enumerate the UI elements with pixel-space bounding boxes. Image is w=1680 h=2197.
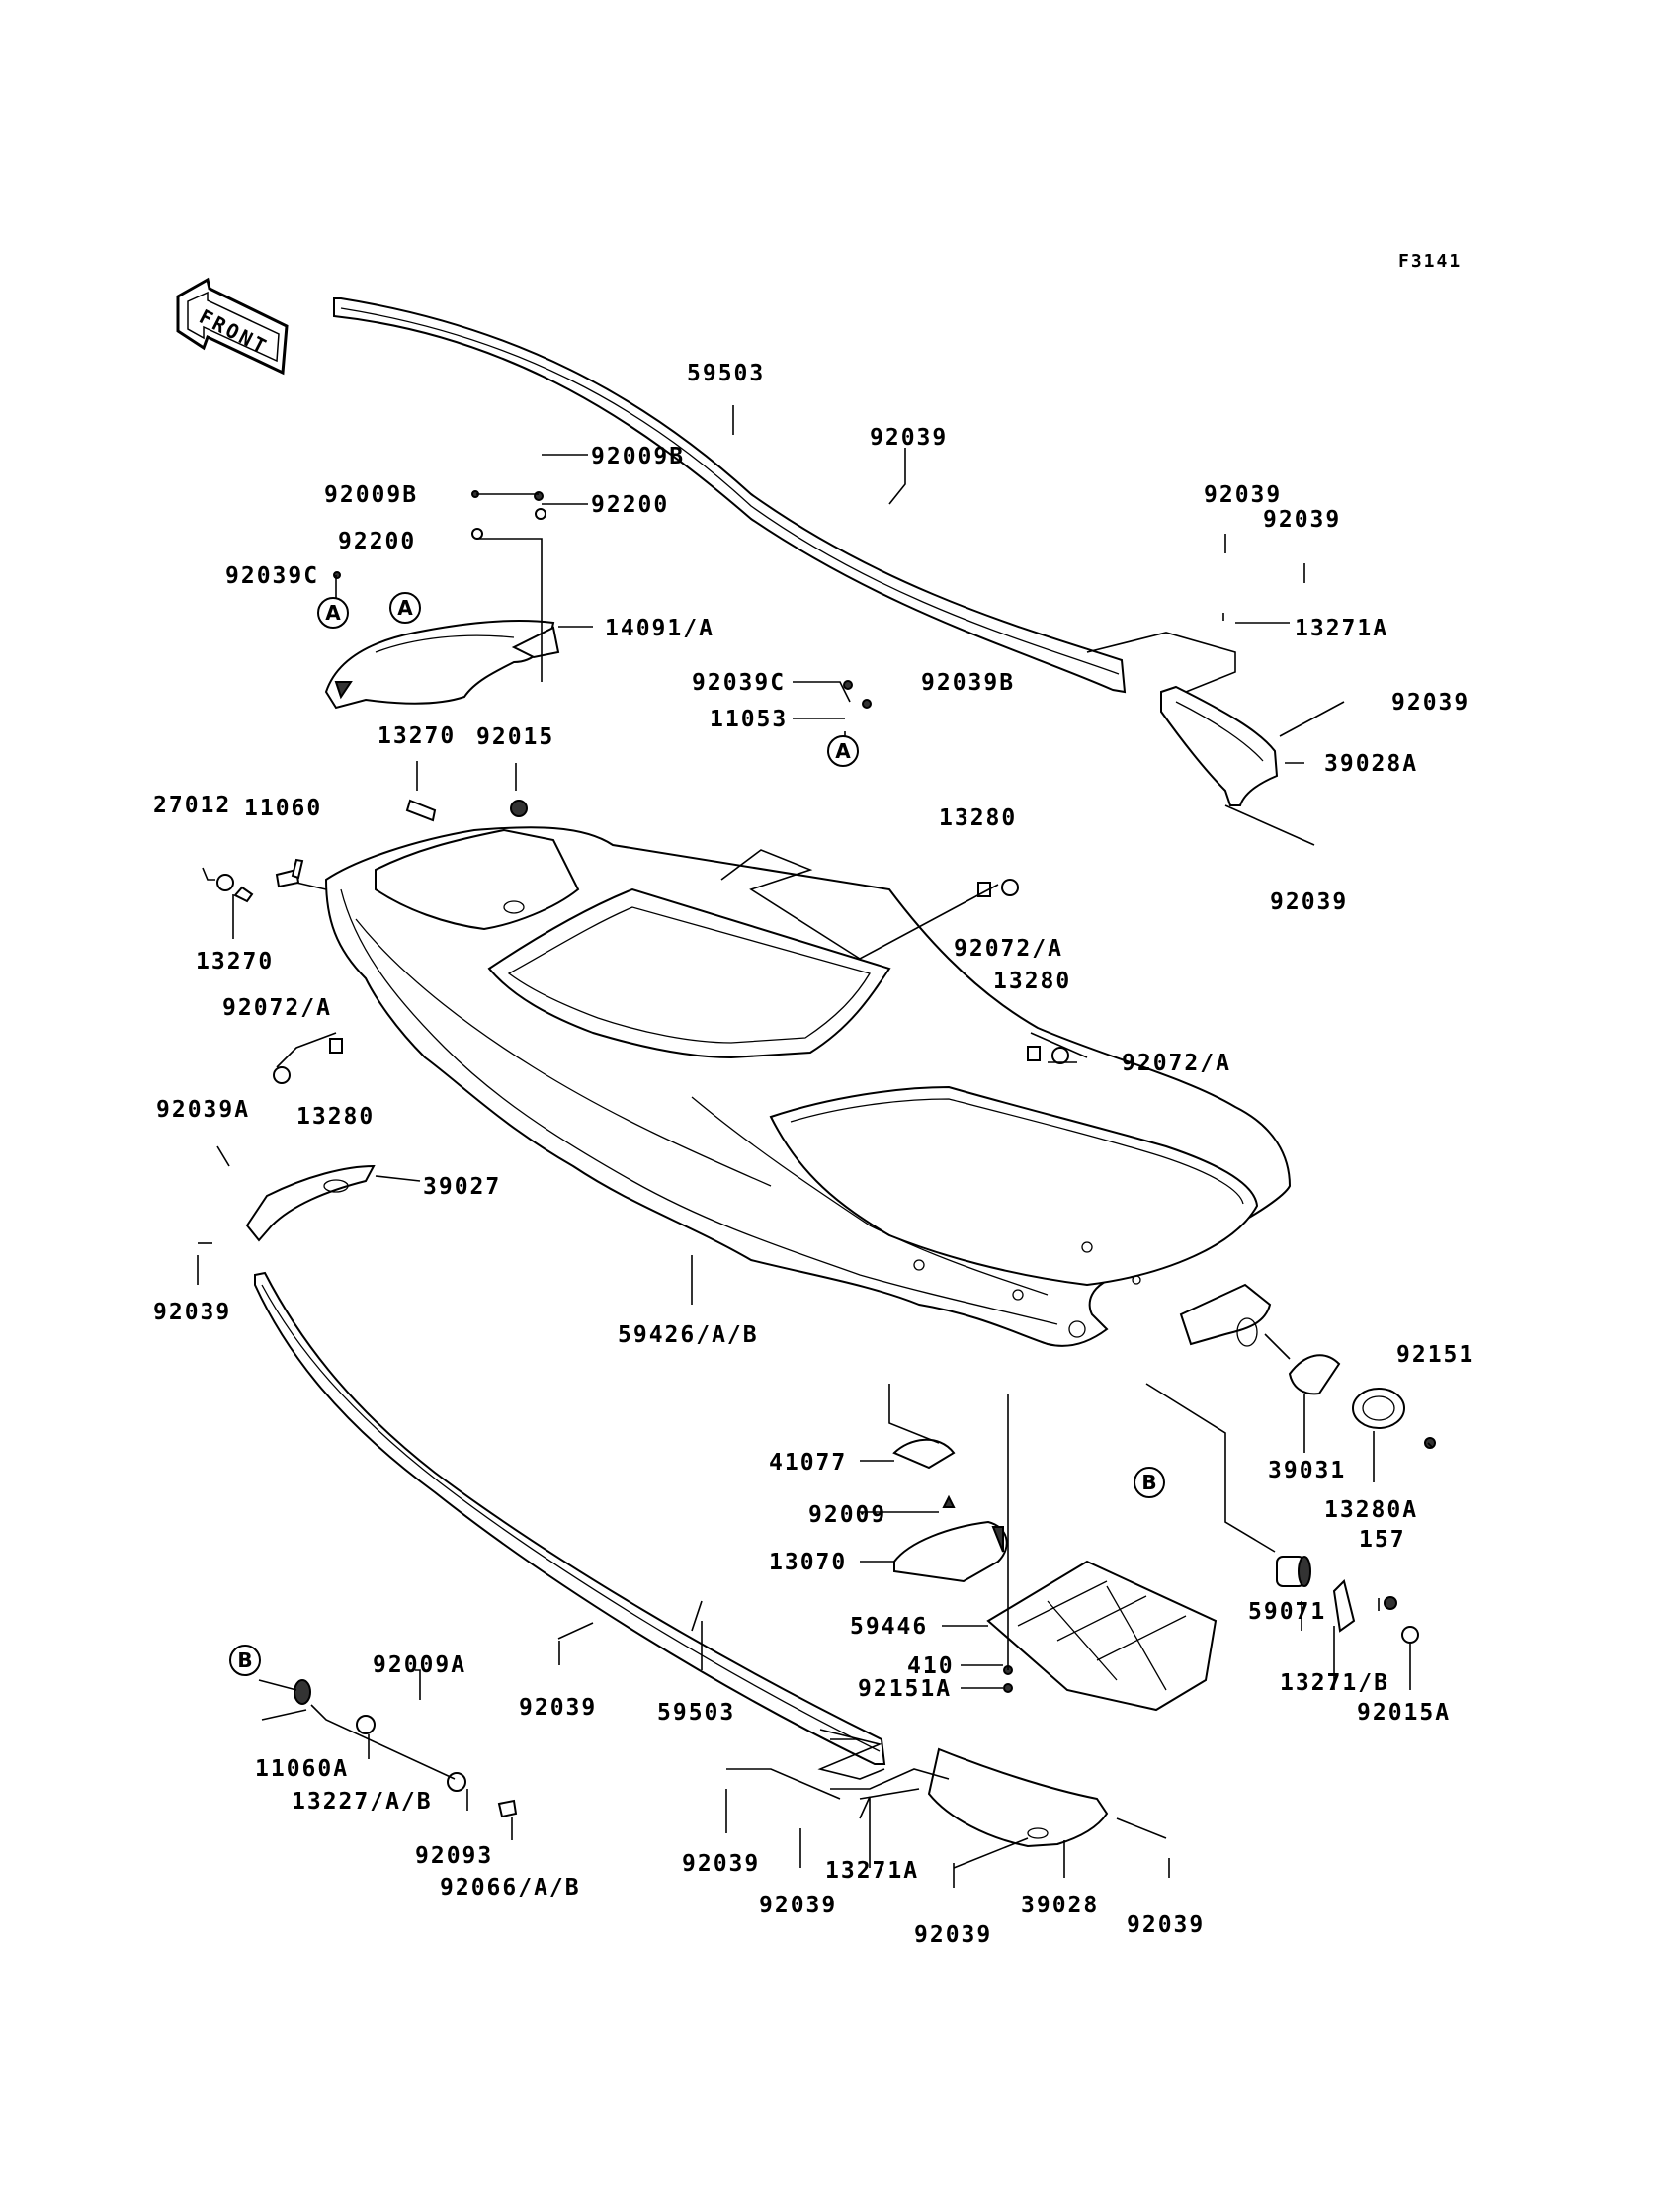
label-59071: 59071 (1248, 1599, 1326, 1625)
label-14091A: 14091/A (605, 616, 714, 641)
part-13070 (893, 1520, 1008, 1583)
bottom-rail-part (254, 1271, 886, 1765)
label-92039C-left: 92039C (225, 563, 319, 589)
part-59071 (1276, 1556, 1311, 1587)
svg-text:A: A (835, 739, 851, 763)
marker-a-3: A (827, 735, 859, 767)
label-13280-a: 13280 (939, 805, 1017, 831)
hull-part (324, 826, 1292, 1347)
svg-text:A: A (325, 601, 341, 625)
label-92093: 92093 (415, 1843, 493, 1869)
label-39027: 39027 (423, 1174, 501, 1200)
front-arrow-icon: FRONT (176, 277, 289, 376)
label-92039-top: 92039 (870, 425, 948, 451)
leader-lines (197, 405, 1434, 1888)
marker-b-1: B (1134, 1467, 1165, 1498)
label-13271A-bot: 13271A (825, 1858, 919, 1884)
trim-39028-part (927, 1747, 1109, 1848)
label-13271A-top: 13271A (1295, 616, 1388, 641)
label-13280A: 13280A (1324, 1497, 1418, 1523)
label-92066: 92066/A/B (440, 1875, 581, 1901)
label-92039-r4: 92039 (1270, 889, 1348, 915)
label-92039B-mid: 92039B (921, 670, 1015, 696)
label-92200-top: 92200 (591, 492, 669, 518)
label-92009B-left: 92009B (324, 482, 418, 508)
label-11060: 11060 (244, 796, 322, 821)
label-11053: 11053 (710, 707, 788, 732)
svg-text:B: B (1141, 1471, 1156, 1494)
part-labels: 59503 92039 92009B 92200 92009B 92200 92… (153, 361, 1474, 1948)
top-rail-part (333, 297, 1127, 694)
label-92039-bot1: 92039 (519, 1695, 597, 1721)
label-157: 157 (1359, 1527, 1406, 1553)
label-92072A-left: 92072/A (222, 995, 332, 1021)
svg-text:B: B (237, 1648, 252, 1672)
label-92039-bot4: 92039 (914, 1922, 992, 1948)
label-92015A: 92015A (1357, 1700, 1451, 1726)
marker-a-1: A (317, 597, 349, 629)
label-92039-left: 92039 (153, 1300, 231, 1325)
label-59503-bot: 59503 (657, 1700, 735, 1726)
label-59446: 59446 (850, 1614, 928, 1640)
label-92039-bot3: 92039 (759, 1893, 837, 1918)
label-92039-bot2: 92039 (682, 1851, 760, 1877)
label-92039-r2: 92039 (1263, 507, 1341, 533)
label-59426: 59426/A/B (618, 1322, 759, 1348)
label-92009B-top: 92009B (591, 444, 685, 469)
label-92039-r3: 92039 (1391, 690, 1470, 716)
label-13280-c: 13280 (296, 1104, 375, 1130)
cover-14091-part (324, 620, 560, 710)
part-41077 (892, 1438, 956, 1470)
label-92039A: 92039A (156, 1097, 250, 1123)
part-13271B (1332, 1579, 1356, 1633)
label-92151A: 92151A (858, 1676, 952, 1702)
trim-39027-part (245, 1164, 376, 1242)
label-39028: 39028 (1021, 1893, 1099, 1918)
label-39028A: 39028A (1324, 751, 1418, 777)
label-13271B: 13271/B (1280, 1670, 1389, 1696)
label-92039-bot5: 92039 (1127, 1912, 1205, 1938)
marker-b-2: B (229, 1645, 261, 1676)
label-92009: 92009 (808, 1502, 886, 1528)
label-27012: 27012 (153, 793, 231, 818)
label-11060A: 11060A (255, 1756, 349, 1782)
label-92015: 92015 (476, 724, 554, 750)
label-13270-left: 13270 (196, 949, 274, 974)
label-92200-left: 92200 (338, 529, 416, 554)
trim-39028A-part (1160, 685, 1279, 806)
part-39031 (1288, 1354, 1341, 1395)
figure-code: F3141 (1398, 251, 1462, 272)
label-92072A-a: 92072/A (954, 936, 1063, 962)
label-41077: 41077 (769, 1450, 847, 1476)
label-39031: 39031 (1268, 1458, 1346, 1483)
label-13270-top: 13270 (378, 723, 456, 749)
label-13227: 13227/A/B (292, 1789, 433, 1815)
label-92072A-right: 92072/A (1122, 1051, 1231, 1076)
label-410: 410 (907, 1653, 955, 1679)
label-59503-top: 59503 (687, 361, 765, 386)
label-13280-b: 13280 (993, 969, 1071, 994)
label-92039-r1: 92039 (1204, 482, 1282, 508)
label-92151: 92151 (1396, 1342, 1474, 1368)
part-13280A (1352, 1388, 1405, 1429)
label-13070: 13070 (769, 1550, 847, 1575)
grate-59446-part (986, 1560, 1218, 1712)
svg-text:A: A (397, 596, 413, 620)
label-92039C-mid: 92039C (692, 670, 786, 696)
label-92009A: 92009A (373, 1652, 466, 1678)
marker-a-2: A (389, 592, 421, 624)
